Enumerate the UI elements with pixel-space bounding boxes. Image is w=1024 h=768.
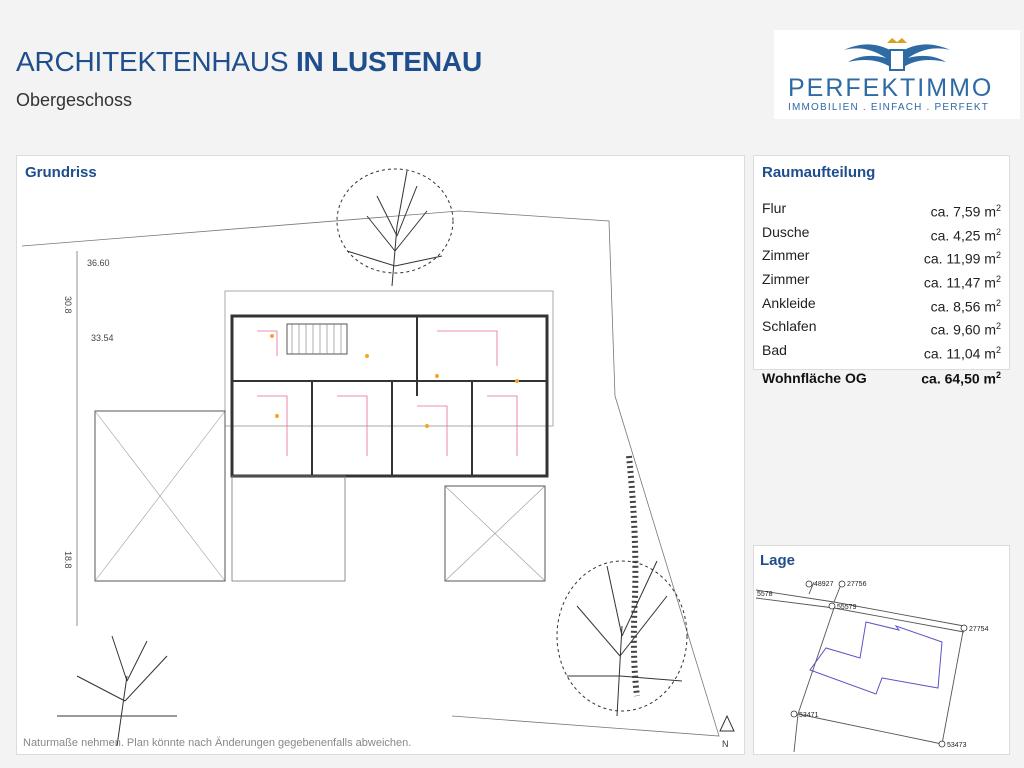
room-name: Zimmer: [762, 270, 810, 287]
eagle-logo-icon: [844, 38, 950, 71]
parcel-label: 27756: [847, 581, 867, 588]
parcel-label: 53471: [799, 712, 819, 719]
svg-text:N: N: [722, 739, 729, 749]
company-logo: PERFEKTIMMO IMMOBILIEN . EINFACH . PERFE…: [774, 30, 1020, 119]
room-row: Schlafen ca. 9,60 m2: [762, 316, 1001, 340]
tree-icon: [336, 168, 454, 287]
room-area: ca. 11,04 m2: [923, 344, 1001, 362]
page-title: ARCHITEKTENHAUS IN LUSTENAU: [16, 46, 482, 78]
floor-plan-drawing: 36.60 30.8 33.54 18.8: [21, 168, 735, 749]
room-area: ca. 4,25 m2: [930, 226, 1001, 244]
title-regular: ARCHITEKTENHAUS: [16, 46, 296, 77]
parcel-label: 55579: [837, 604, 857, 611]
room-row: Zimmer ca. 11,47 m2: [762, 269, 1001, 293]
room-name: Schlafen: [762, 318, 817, 335]
tree-icon: [556, 560, 688, 717]
location-panel: 48927 27756 5578 55579 27754 53471 53473…: [753, 545, 1010, 755]
hedge-icon: [626, 455, 640, 697]
floor-plan-panel: 36.60 30.8 33.54 18.8: [16, 155, 745, 755]
room-breakdown-panel: Raumaufteilung Flur ca. 7,59 m2 Dusche ca.…: [753, 155, 1010, 386]
room-name: Ankleide: [762, 294, 816, 311]
logo-name: PERFEKTIMMO: [788, 74, 994, 102]
rooms-heading: Raumaufteilung: [762, 164, 876, 181]
location-heading: Lage: [760, 552, 796, 569]
room-row: Dusche ca. 4,25 m2: [762, 222, 1001, 246]
room-row: Ankleide ca. 8,56 m2: [762, 293, 1001, 317]
title-bold: IN LUSTENAU: [295, 46, 482, 77]
tree-icon: [57, 635, 177, 747]
room-area: ca. 9,60 m2: [930, 321, 1001, 338]
parcel-label: 53473: [947, 742, 967, 749]
room-name: Bad: [762, 341, 787, 358]
page-subtitle: Obergeschoss: [16, 90, 133, 110]
room-name: Zimmer: [762, 247, 810, 264]
room-area: ca. 11,99 m2: [923, 250, 1001, 267]
parcel-label: 27754: [969, 626, 989, 633]
room-area: ca. 11,47 m2: [923, 273, 1001, 291]
room-name: Flur: [762, 200, 787, 216]
dim-label: 36.60: [87, 258, 110, 268]
parcel-label: 5578: [757, 591, 773, 598]
plan-heading: Grundriss: [25, 164, 97, 181]
total-label: Wohnfläche OG: [762, 369, 867, 386]
total-living-area: Wohnfläche OG ca. 64,50 m2: [762, 370, 1001, 387]
room-row: Flur ca. 7,59 m2: [762, 198, 1001, 222]
north-arrow-icon: N: [719, 714, 735, 749]
room-row: Bad ca. 11,04 m2: [762, 340, 1001, 364]
room-area: ca. 7,59 m2: [930, 203, 1001, 220]
room-row: Zimmer ca. 11,99 m2: [762, 245, 1001, 269]
site-map: 48927 27756 5578 55579 27754 53471 53473: [755, 580, 989, 753]
room-area: ca. 8,56 m2: [930, 297, 1001, 315]
room-name: Dusche: [762, 223, 810, 240]
logo-tagline: IMMOBILIEN . EINFACH . PERFEKT: [788, 102, 990, 113]
room-list: Flur ca. 7,59 m2 Dusche ca. 4,25 m2 Zimmer…: [762, 198, 1001, 386]
total-area: ca. 64,50 m2: [921, 369, 1001, 387]
plan-disclaimer: Naturmaße nehmen. Plan könnte nach Änder…: [23, 737, 412, 749]
dim-label: 30.8: [63, 296, 73, 314]
parcel-label: 48927: [814, 581, 834, 588]
dim-label: 18.8: [63, 551, 73, 569]
dim-label: 33.54: [91, 333, 114, 343]
